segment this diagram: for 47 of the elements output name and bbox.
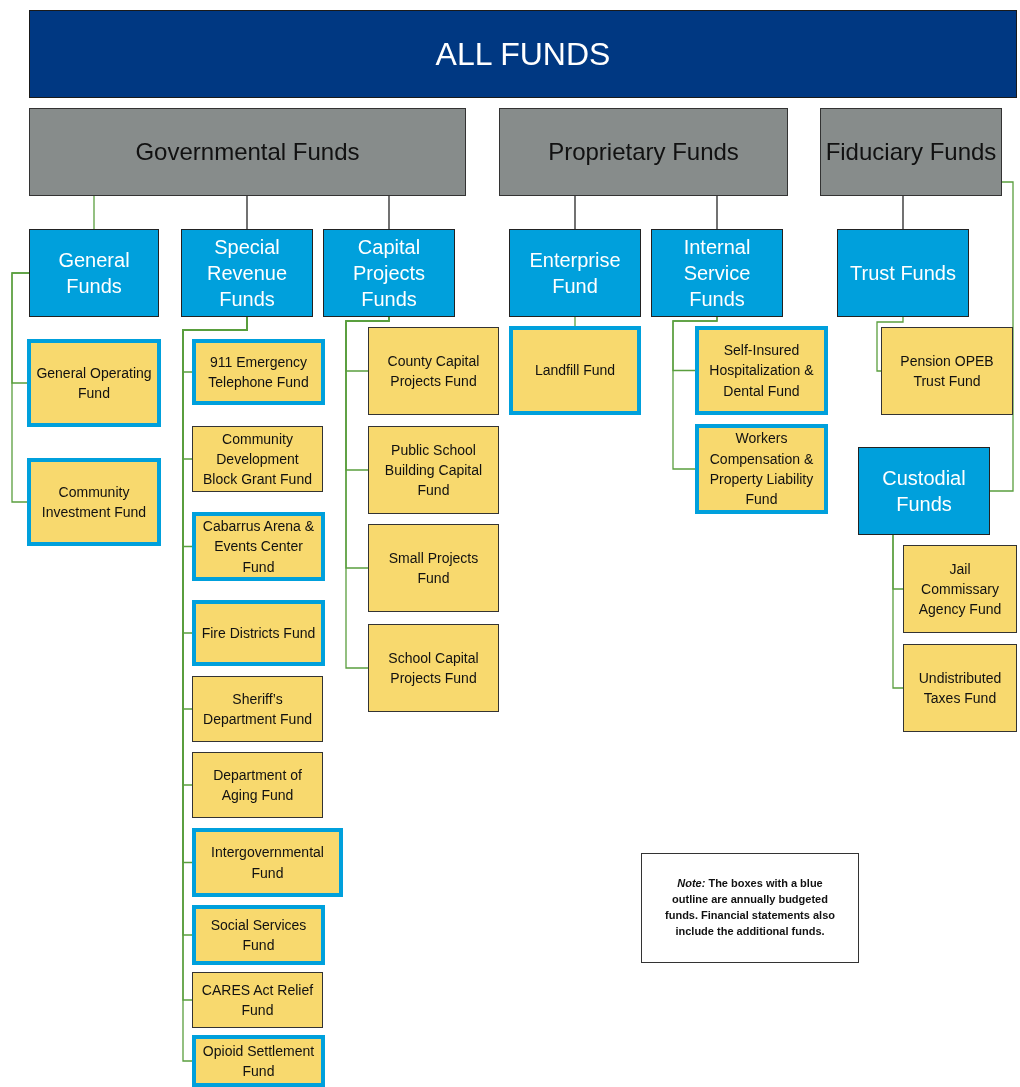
budgeted-fund-box: Workers Compensation & Property Liability Fund — [695, 424, 828, 514]
fund-box: Jail Commissary Agency Fund — [903, 545, 1017, 633]
fund-group-box: Special Revenue Funds — [181, 229, 313, 317]
connector-line — [989, 181, 1014, 492]
connector-line — [892, 534, 904, 689]
budgeted-fund-box: Social Services Fund — [192, 905, 325, 965]
connector-line — [93, 195, 95, 230]
connector-line — [345, 316, 390, 669]
fund-box: Pension OPEB Trust Fund — [881, 327, 1013, 415]
budgeted-fund-box: 911 Emergency Telephone Fund — [192, 339, 325, 405]
fund-group-box: General Funds — [29, 229, 159, 317]
budgeted-fund-box: Intergovernmental Fund — [192, 828, 343, 897]
budgeted-fund-box: Opioid Settlement Fund — [192, 1035, 325, 1087]
connector-line — [246, 195, 248, 230]
budgeted-fund-box: Fire Districts Fund — [192, 600, 325, 666]
fund-group-box: Enterprise Fund — [509, 229, 641, 317]
budgeted-fund-box: Cabarrus Arena & Events Center Fund — [192, 512, 325, 581]
fund-box: Public School Building Capital Fund — [368, 426, 499, 514]
fund-group-box: Internal Service Funds — [651, 229, 783, 317]
fund-type-box: Governmental Funds — [29, 108, 466, 196]
connector-line — [876, 316, 904, 372]
fund-group-box: Capital Projects Funds — [323, 229, 455, 317]
fund-box: School Capital Projects Fund — [368, 624, 499, 712]
connector-line — [574, 195, 576, 230]
fund-group-box: Trust Funds — [837, 229, 969, 317]
connector-line — [902, 195, 904, 230]
fund-type-box: Fiduciary Funds — [820, 108, 1002, 196]
budgeted-fund-box: Community Investment Fund — [27, 458, 161, 546]
fund-box: CARES Act Relief Fund — [192, 972, 323, 1028]
budgeted-fund-box: General Operating Fund — [27, 339, 161, 427]
connector-line — [716, 195, 718, 230]
fund-group-box: Custodial Funds — [858, 447, 990, 535]
connector-line — [574, 316, 576, 327]
title-banner: ALL FUNDS — [29, 10, 1017, 98]
budgeted-fund-box: Landfill Fund — [509, 326, 641, 415]
connector-line — [11, 272, 30, 503]
fund-box: Sheriff’s Department Fund — [192, 676, 323, 742]
fund-box: Small Projects Fund — [368, 524, 499, 612]
fund-box: Undistributed Taxes Fund — [903, 644, 1017, 732]
budgeted-fund-box: Self-Insured Hospitalization & Dental Fund — [695, 326, 828, 415]
fund-box: Community Development Block Grant Fund — [192, 426, 323, 492]
note-box: Note: The boxes with a blue outline are annually budgeted funds. Financial statements also include the additional funds. — [641, 853, 859, 963]
connector-line — [388, 195, 390, 230]
fund-box: County Capital Projects Fund — [368, 327, 499, 415]
fund-type-box: Proprietary Funds — [499, 108, 788, 196]
connector-line — [672, 316, 718, 470]
fund-box: Department of Aging Fund — [192, 752, 323, 818]
